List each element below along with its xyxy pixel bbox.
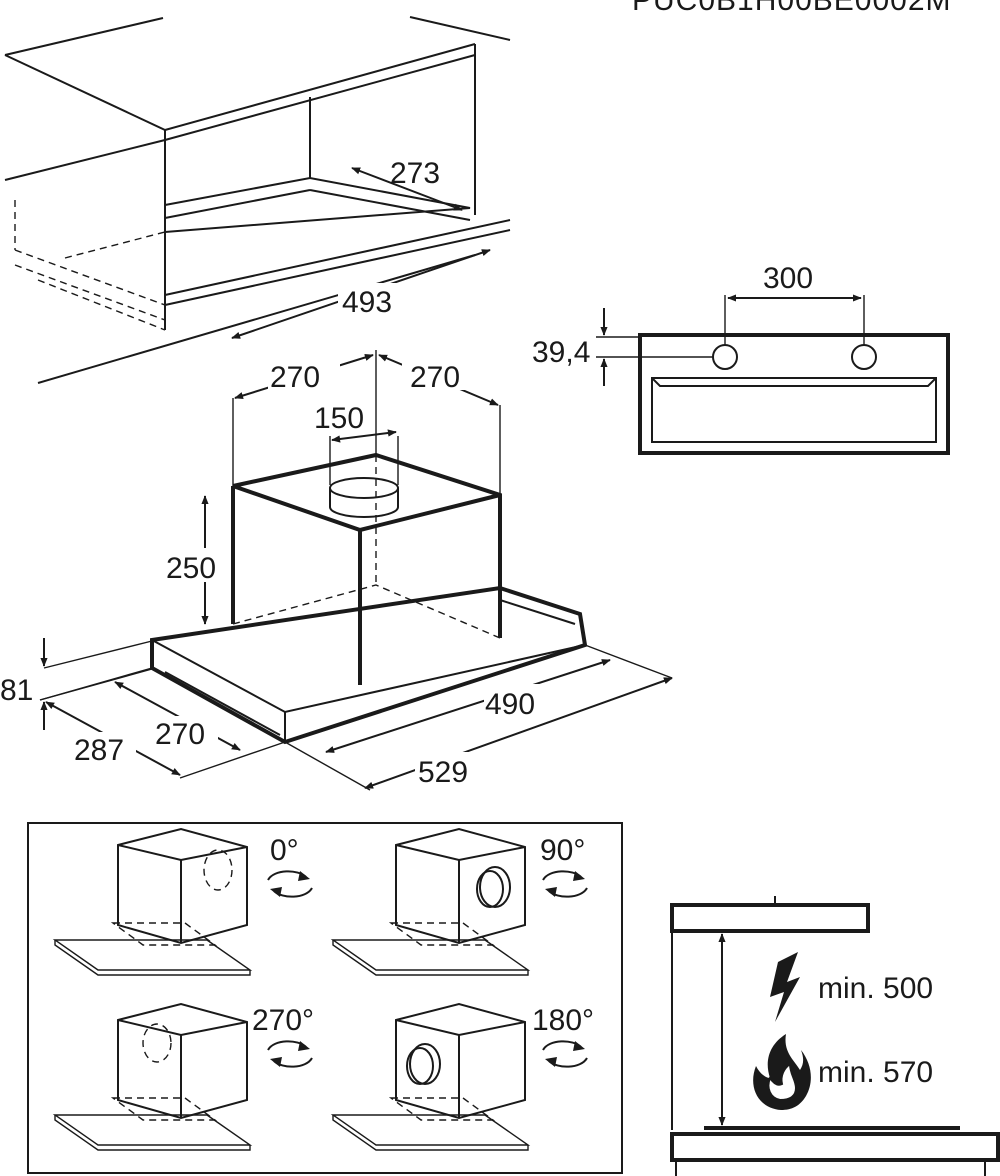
rotation-0 (54, 827, 251, 976)
cabinet-view: 273 493 (4, 16, 511, 384)
hob-surface (670, 1132, 1000, 1162)
rotation-270-label: 270° (252, 1004, 314, 1037)
left-offset-label: 270 (270, 361, 320, 394)
total-depth-label: 287 (74, 734, 124, 767)
rotation-panel: 0° 90° 270° (27, 822, 623, 1174)
outlet-label: 150 (314, 402, 364, 435)
right-offset-label: 270 (410, 361, 460, 394)
rotation-180 (332, 1002, 529, 1151)
front-depth-label: 270 (155, 718, 205, 751)
rotate-icon-180 (542, 1040, 588, 1068)
hole-spacing-label: 300 (763, 262, 813, 295)
edge-offset-label: 39,4 (532, 336, 590, 369)
outlet-arrow (331, 429, 397, 443)
electric-lightning-icon (770, 952, 800, 1022)
inner-width-label: 490 (485, 688, 535, 721)
rotation-90 (332, 827, 529, 976)
height-label: 250 (166, 552, 216, 585)
gas-clearance-label: min. 570 (818, 1056, 933, 1089)
outlet-hole-180 (409, 1043, 441, 1085)
hood-bottom-edge (670, 903, 870, 933)
cabinet-depth-arrow (351, 167, 463, 211)
hood-view: 270 270 150 250 81 287 270 490 529 (0, 350, 673, 791)
base-height-label: 81 (0, 674, 33, 707)
outlet-collar-top (329, 477, 399, 499)
rotation-90-label: 90° (540, 834, 585, 867)
clearance-view: min. 500 min. 570 (670, 896, 1000, 1176)
rotate-icon-90 (542, 870, 588, 898)
electric-clearance-label: min. 500 (818, 972, 933, 1005)
outer-width-label: 529 (418, 756, 468, 789)
outlet-hole-270 (142, 1023, 172, 1063)
rotate-icon-0 (267, 870, 313, 898)
rotation-180-label: 180° (532, 1004, 594, 1037)
outlet-hole-90 (479, 866, 511, 908)
mounting-hole-right (851, 344, 877, 370)
model-code: PUC0B1H00BE0002M (632, 0, 952, 17)
outlet-hole-0 (203, 849, 233, 891)
cabinet-depth-label: 273 (390, 157, 440, 190)
mounting-plate-view: 300 39,4 (532, 262, 950, 455)
inner-width-arrow (325, 659, 611, 753)
rotate-icon-270 (267, 1040, 313, 1068)
rotation-0-label: 0° (270, 834, 299, 867)
mounting-hole-left (712, 344, 738, 370)
rotation-270 (54, 1002, 251, 1151)
cabinet-width-label: 493 (342, 286, 392, 319)
